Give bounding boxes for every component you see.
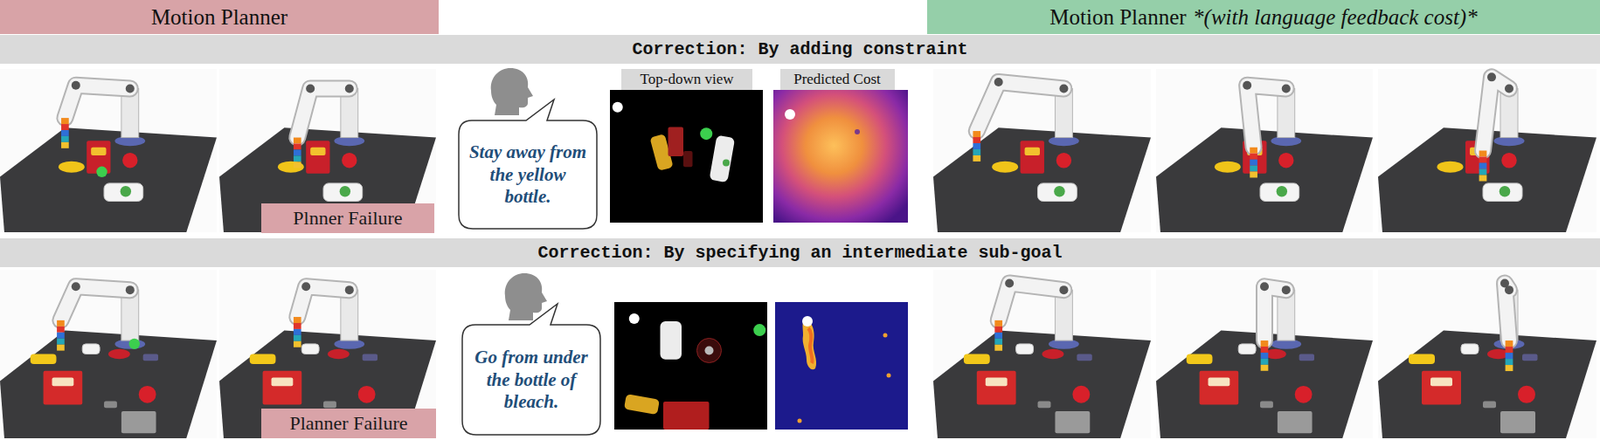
band-title: *(with language feedback cost)* [1192, 5, 1478, 30]
robot-photo [1378, 270, 1597, 439]
table [933, 127, 1151, 233]
cost-map [773, 90, 908, 223]
label-text: Predicted Cost [793, 70, 881, 89]
table [219, 330, 437, 439]
cost-map [775, 302, 908, 430]
speaker-icon [491, 68, 534, 116]
band-title: Motion Planner [1049, 5, 1186, 30]
failure-tag: Plnner Failure [261, 203, 435, 234]
band-title: Correction: By adding constraint [631, 39, 968, 60]
robot-photo [0, 69, 217, 233]
table [219, 127, 437, 233]
view-label: Predicted Cost [780, 69, 895, 91]
robot-photo [219, 69, 437, 233]
feedback-text: Stay away from the yellow bottle. [464, 141, 591, 209]
robot-photo [1156, 270, 1373, 439]
feedback-text: Go from under the bottle of bleach. [468, 346, 595, 415]
top-down-image [609, 90, 763, 223]
robot-photo [933, 270, 1151, 439]
table [1378, 330, 1597, 439]
bubble-body: Go from under the bottle of bleach. [461, 303, 602, 437]
label-text: Top-down view [640, 70, 735, 89]
robot-photo [1378, 69, 1597, 233]
table [933, 330, 1151, 439]
view-label: Top-down view [621, 69, 753, 91]
speech-bubble: Go from under the bottle of bleach. [461, 303, 602, 437]
section-band: Correction: By specifying an intermediat… [0, 238, 1600, 268]
robot-photo [0, 270, 217, 439]
table [0, 330, 217, 439]
header-band: Motion Planner*(with language feedback c… [927, 0, 1600, 35]
table [1156, 127, 1373, 233]
robot-photo [219, 270, 437, 439]
table [1156, 330, 1373, 439]
band-title: Correction: By specifying an intermediat… [537, 242, 1062, 264]
label-text: Plnner Failure [292, 207, 402, 230]
speech-bubble: Stay away from the yellow bottle. [457, 98, 598, 230]
label-text: Planner Failure [289, 412, 408, 436]
bubble-body: Stay away from the yellow bottle. [457, 98, 598, 230]
robot-photo [1156, 69, 1373, 233]
speaker-icon [505, 273, 548, 321]
section-band: Correction: By adding constraint [0, 34, 1600, 64]
top-down-image [614, 302, 768, 430]
table [0, 127, 217, 233]
band-title: Motion Planner [151, 5, 288, 30]
header-band: Motion Planner [0, 0, 439, 35]
robot-photo [933, 69, 1151, 233]
failure-tag: Planner Failure [261, 408, 437, 439]
